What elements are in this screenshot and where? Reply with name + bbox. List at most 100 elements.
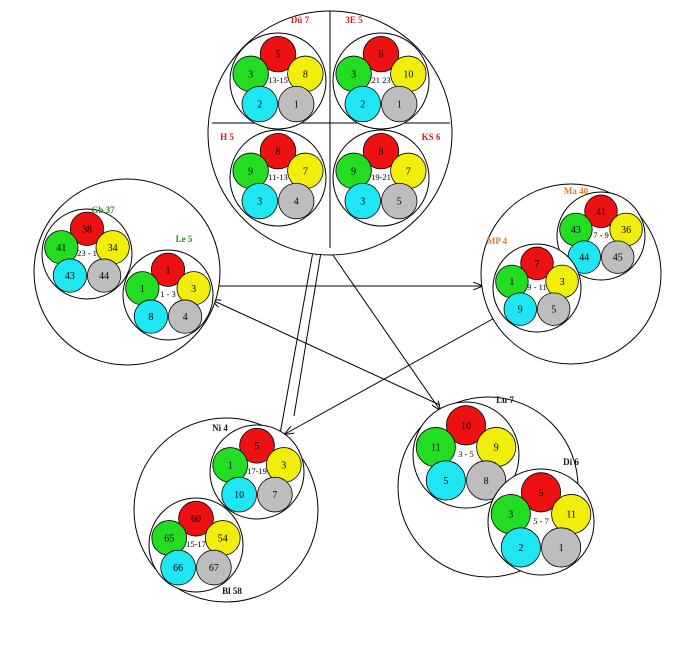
red-point-number: 10 [461,421,471,432]
arrow-fire-to-metal [327,247,440,410]
red-point-number: 5 [539,488,544,499]
yellow-point-number: 9 [494,443,499,454]
gray-point-number: 44 [99,271,109,282]
red-point-ball [362,132,400,170]
arrow-water-to-fire-2 [293,246,322,417]
channel-label: Bl 58 [222,586,242,596]
gray-point-number: 4 [183,312,188,323]
red-point-ball [520,472,562,513]
green-point-number: 41 [56,243,66,254]
gray-point-ball [278,182,315,220]
hours-label: 3 - 5 [458,449,474,459]
cyan-point-ball [160,549,196,586]
cyan-point-number: 5 [443,476,448,487]
gray-point-ball [601,240,635,274]
hours-label: 15-17 [186,539,206,549]
channel-label: MP 4 [487,236,508,246]
channel-label: Ni 4 [212,423,228,433]
gray-point-number: 5 [551,305,556,316]
red-point-number: 6 [379,50,384,61]
cyan-point-number: 3 [360,197,365,208]
red-point-number: 5 [255,441,260,452]
red-point-ball [445,405,487,446]
red-point-ball [178,500,214,537]
channel-label: H 5 [220,132,234,142]
channel-label: 3E 5 [345,15,363,25]
cyan-point-ball [500,527,541,568]
gray-point-ball [381,85,418,123]
hours-label: 19-21 [371,172,391,182]
gray-point-number: 67 [209,563,219,574]
gray-point-ball [541,527,582,568]
cyan-point-ball [241,85,278,123]
gray-point-ball [257,476,293,513]
gray-point-number: 8 [484,476,489,487]
green-point-number: 11 [431,443,441,454]
red-point-ball [362,35,400,73]
gray-point-number: 1 [559,543,564,554]
gray-point-number: 4 [294,197,299,208]
cyan-point-number: 2 [257,100,262,111]
hours-label: 23 - 1 [77,248,97,258]
cyan-point-ball [241,182,278,220]
green-point-number: 43 [571,225,581,236]
arrow-earth-to-water [285,315,499,434]
cyan-point-number: 44 [579,253,589,264]
gray-point-number: 45 [613,253,623,264]
cyan-point-number: 2 [518,543,523,554]
cyan-point-number: 10 [234,490,244,501]
cyan-point-ball [344,182,381,220]
green-point-number: 65 [164,533,174,544]
hours-label: 17-19 [247,466,267,476]
green-point-number: 1 [228,460,233,471]
red-point-ball [239,427,275,464]
channel-label: Dü 7 [291,15,310,25]
red-point-number: 7 [535,259,540,270]
arrow-metal-to-wood [212,300,441,406]
red-point-number: 1 [166,265,171,276]
hours-label: 11-13 [268,172,288,182]
channel-label: Gb 37 [91,205,115,215]
green-point-number: 9 [248,166,253,177]
channel-label: Di 6 [563,457,579,467]
red-point-number: 8 [276,147,281,158]
red-point-ball [150,252,186,287]
cyan-point-number: 43 [65,271,75,282]
channel-label: KS 6 [422,132,441,142]
red-point-ball [584,194,618,229]
hours-label: 7 - 9 [593,230,609,240]
gray-point-ball [196,549,232,586]
yellow-point-number: 11 [566,510,576,521]
hours-label: 5 - 7 [533,516,549,526]
red-point-ball [69,211,105,246]
yellow-point-number: 3 [191,284,196,295]
yellow-point-number: 7 [406,166,411,177]
cyan-point-ball [133,299,168,334]
gray-point-number: 7 [272,490,277,501]
yellow-point-number: 10 [403,69,413,80]
channel-label: Le 5 [176,234,193,244]
gray-point-ball [466,460,507,501]
red-point-number: 5 [276,50,281,61]
red-point-ball [520,246,554,281]
arrow-water-to-fire-1 [279,246,314,435]
channel-label: Ma 40 [564,186,589,196]
gray-point-ball [381,182,418,220]
red-point-ball [259,35,297,73]
yellow-point-number: 7 [303,166,308,177]
red-point-number: 38 [82,224,92,235]
yellow-point-number: 36 [621,225,631,236]
green-point-number: 1 [140,284,145,295]
